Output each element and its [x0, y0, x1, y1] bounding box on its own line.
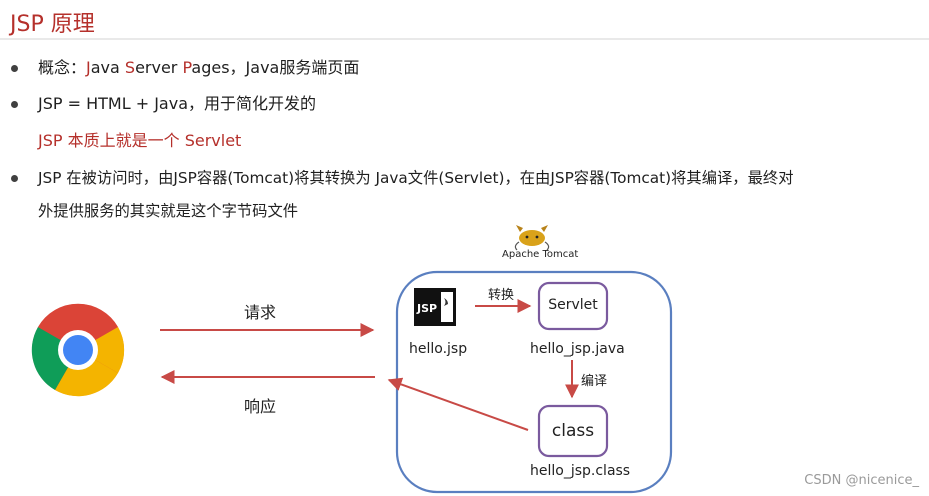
compile-label: 编译	[581, 374, 608, 389]
svg-text:JSP: JSP	[416, 302, 437, 315]
page-title: JSP 原理	[10, 12, 95, 37]
servlet-file-label: hello_jsp.java	[530, 341, 625, 357]
class-box	[537, 404, 609, 458]
class-file-label: hello_jsp.class	[530, 463, 631, 479]
class-to-response-arrow	[387, 377, 529, 431]
chrome-browser-icon	[31, 303, 125, 397]
bullet-dot	[11, 101, 18, 108]
jsp-file-icon: JSP	[414, 288, 456, 326]
convert-label: 转换	[488, 288, 515, 303]
bullet-process-line1: JSP 在被访问时，由JSP容器(Tomcat)将其转换为 Java文件(Ser…	[38, 169, 794, 187]
concept-word-ages: ages，Java服务端页面	[191, 58, 360, 77]
concept-letter-j: J	[86, 58, 91, 77]
tomcat-label: Apache Tomcat	[502, 249, 579, 260]
watermark: CSDN @nicenice_	[804, 473, 919, 488]
bullet-definition: JSP = HTML + Java，用于简化开发的	[38, 94, 317, 113]
request-label: 请求	[244, 303, 277, 322]
bullet-dot	[11, 175, 18, 182]
bullet-definition-highlight: JSP 本质上就是一个 Servlet	[38, 131, 242, 150]
class-box-label: class	[551, 421, 595, 441]
servlet-box	[537, 281, 609, 331]
bullet-process-line2: 外提供服务的其实就是这个字节码文件	[38, 202, 299, 220]
concept-prefix: 概念：	[38, 58, 87, 77]
concept-letter-s: S	[124, 58, 136, 77]
response-label: 响应	[244, 397, 277, 416]
title-divider	[0, 38, 929, 40]
tomcat-icon	[514, 225, 550, 251]
concept-word-erver: erver	[135, 58, 183, 77]
servlet-box-label: Servlet	[548, 297, 598, 313]
bullet-dot	[11, 65, 18, 72]
jsp-file-label: hello.jsp	[409, 341, 468, 357]
bullet-concept: 概念：Java Server Pages，Java服务端页面	[38, 57, 359, 79]
concept-letter-p: P	[182, 58, 192, 77]
concept-word-ava: ava	[90, 58, 125, 77]
